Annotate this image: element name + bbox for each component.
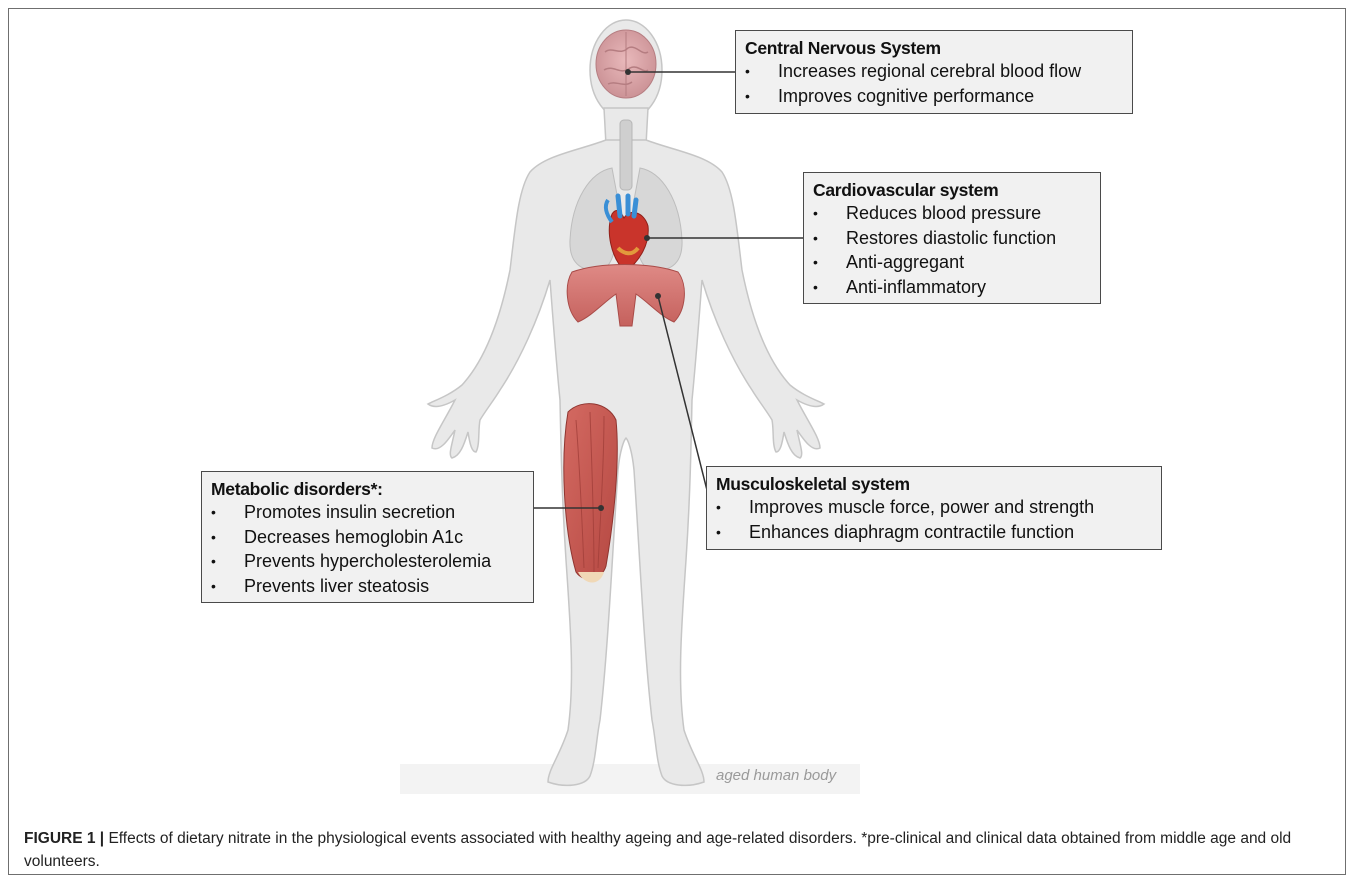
caption-label: FIGURE 1 | [24,830,104,847]
cardio-title: Cardiovascular system [813,179,1092,201]
cns-list: Increases regional cerebral blood flow I… [745,59,1124,108]
metabolic-item: Prevents liver steatosis [211,574,525,599]
musculoskeletal-box: Musculoskeletal system Improves muscle f… [706,466,1162,550]
trachea [620,120,632,190]
brain [596,30,656,98]
caption-text: Effects of dietary nitrate in the physio… [24,830,1291,870]
musculoskeletal-item: Improves muscle force, power and strengt… [716,495,1153,520]
cns-box: Central Nervous System Increases regiona… [735,30,1133,114]
cardio-box: Cardiovascular system Reduces blood pres… [803,172,1101,304]
figure-caption: FIGURE 1 | Effects of dietary nitrate in… [24,827,1324,873]
metabolic-item: Promotes insulin secretion [211,500,525,525]
cardio-item: Anti-aggregant [813,250,1092,275]
metabolic-item: Decreases hemoglobin A1c [211,525,525,550]
cns-item: Improves cognitive performance [745,84,1124,109]
metabolic-box: Metabolic disorders*: Promotes insulin s… [201,471,534,603]
diaphragm [567,265,684,327]
cardio-list: Reduces blood pressure Restores diastoli… [813,201,1092,299]
musculoskeletal-list: Improves muscle force, power and strengt… [716,495,1153,544]
cardio-item: Anti-inflammatory [813,275,1092,300]
musculoskeletal-item: Enhances diaphragm contractile function [716,520,1153,545]
metabolic-list: Promotes insulin secretion Decreases hem… [211,500,525,598]
cns-item: Increases regional cerebral blood flow [745,59,1124,84]
musculoskeletal-title: Musculoskeletal system [716,473,1153,495]
cardio-item: Restores diastolic function [813,226,1092,251]
cns-title: Central Nervous System [745,37,1124,59]
metabolic-item: Prevents hypercholesterolemia [211,549,525,574]
metabolic-title: Metabolic disorders*: [211,478,525,500]
cardio-item: Reduces blood pressure [813,201,1092,226]
body-label: aged human body [716,767,836,784]
